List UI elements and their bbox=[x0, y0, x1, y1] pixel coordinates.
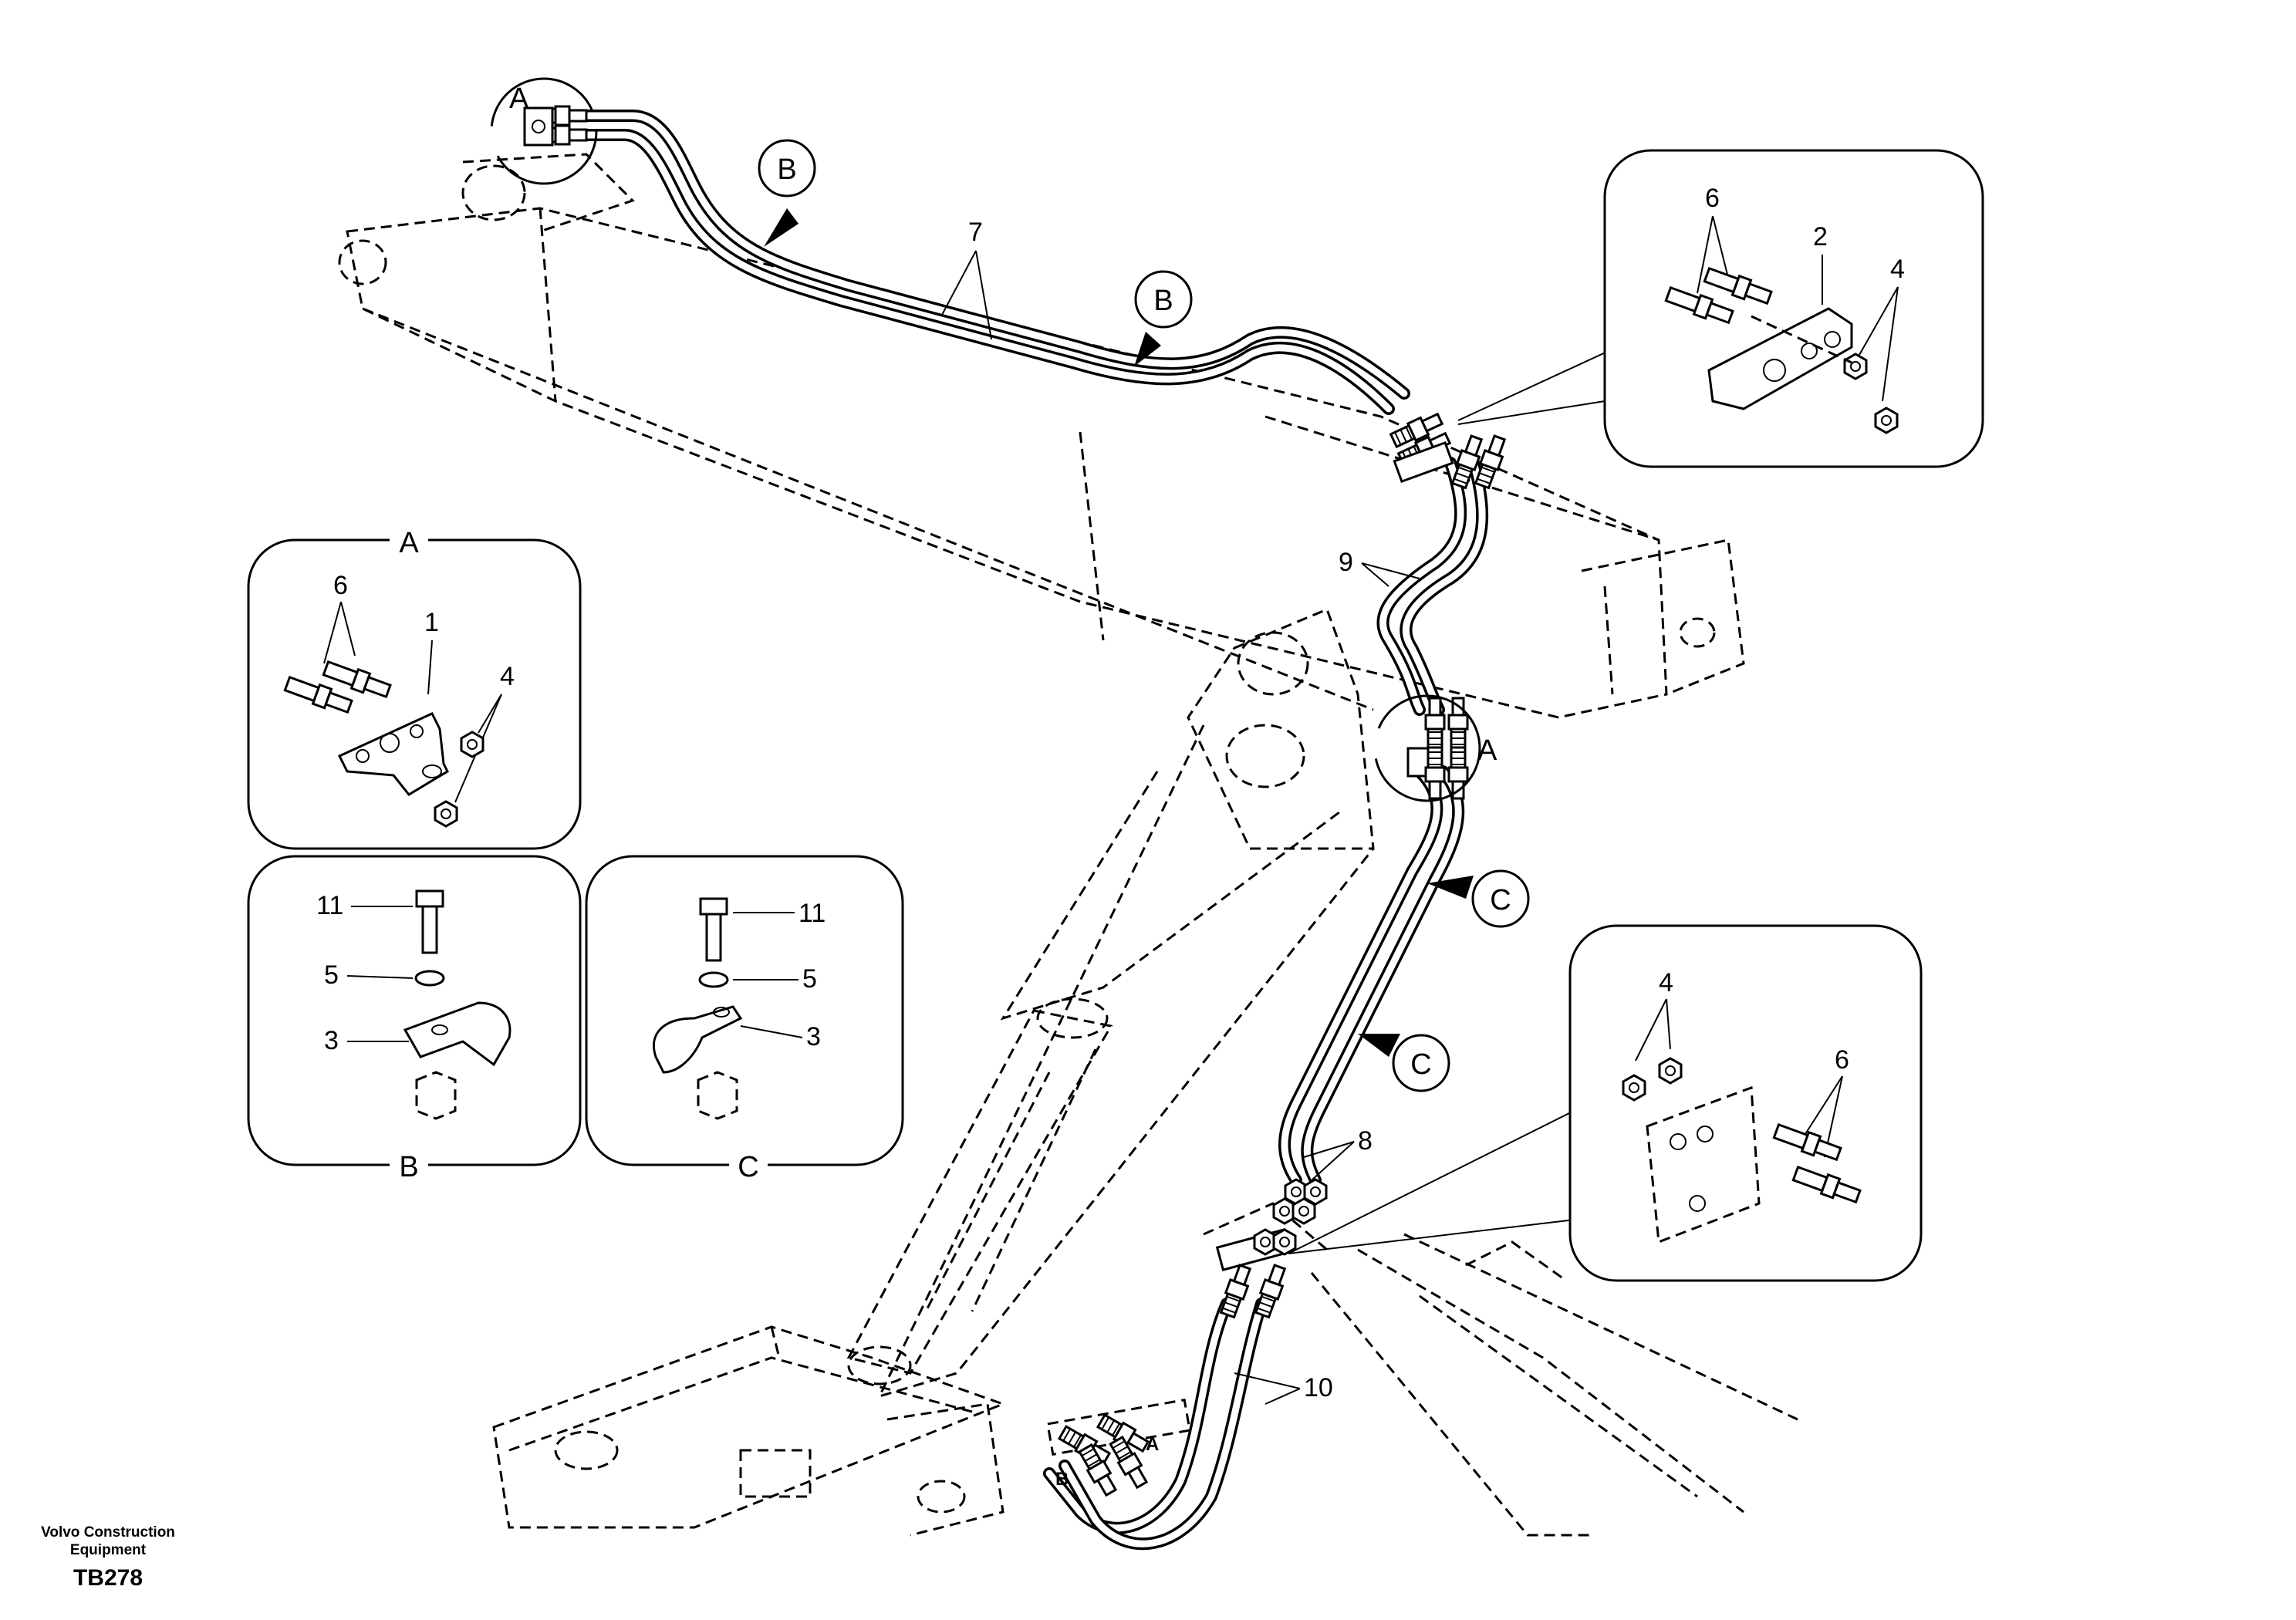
section-ref-B-2: B bbox=[1134, 270, 1193, 329]
port-label-B: B bbox=[1055, 1469, 1069, 1490]
detail-panel-top-right: 6 2 4 bbox=[1603, 149, 1984, 468]
port-label-A: A bbox=[1146, 1434, 1159, 1455]
panel-B-callout-3: 3 bbox=[324, 1026, 339, 1055]
hose-7 bbox=[549, 110, 1410, 415]
panel-A-callout-6: 6 bbox=[333, 571, 348, 600]
callout-9: 9 bbox=[1339, 548, 1420, 587]
section-marker-arrows bbox=[764, 208, 1474, 1057]
hose-10 bbox=[1043, 1298, 1268, 1551]
section-ref-B-1-text: B bbox=[777, 154, 796, 186]
detail-panel-A: A 6 1 4 bbox=[247, 527, 582, 850]
zoom-circle-A-arm: A bbox=[1373, 694, 1497, 802]
fitting-group-8 bbox=[1215, 1178, 1328, 1320]
footer: Volvo Construction Equipment TB278 bbox=[15, 1524, 201, 1591]
panel-tr-callout-2: 2 bbox=[1813, 222, 1828, 251]
panel-A-callout-1: 1 bbox=[424, 608, 439, 637]
panel-C-callout-11: 11 bbox=[799, 899, 826, 928]
section-ref-C-2: C bbox=[1392, 1034, 1450, 1092]
arm-outline bbox=[877, 608, 1375, 1399]
detail-panel-C: C 11 5 3 bbox=[585, 855, 904, 1183]
callout-7-text: 7 bbox=[968, 218, 983, 247]
panel-A-title: A bbox=[399, 527, 419, 559]
section-ref-C-2-text: C bbox=[1410, 1048, 1431, 1081]
zoom-circle-A-arm-label: A bbox=[1477, 734, 1497, 767]
panel-tr-callout-6: 6 bbox=[1705, 184, 1720, 213]
callout-9-text: 9 bbox=[1339, 548, 1353, 577]
fitting-group-boom-end bbox=[1388, 409, 1510, 491]
cylinder-outline bbox=[846, 997, 1113, 1385]
panel-B-callout-11: 11 bbox=[316, 891, 343, 920]
panel-B-title: B bbox=[399, 1151, 418, 1183]
section-ref-C-1-text: C bbox=[1490, 884, 1511, 916]
zoom-circle-A-top-label: A bbox=[509, 83, 529, 115]
fitting-group-top-left bbox=[523, 105, 588, 147]
detail-panel-B: B 11 5 3 bbox=[247, 855, 582, 1183]
panel-C-title: C bbox=[738, 1151, 758, 1183]
zoom-circle-A-top: A bbox=[490, 77, 598, 185]
panel-C-callout-3: 3 bbox=[806, 1022, 821, 1051]
section-ref-B-2-text: B bbox=[1153, 285, 1173, 317]
section-ref-B-1: B bbox=[758, 139, 816, 197]
boom-outline bbox=[338, 153, 1745, 719]
fitting-group-arm-A bbox=[1406, 697, 1469, 800]
callout-10: 10 bbox=[1234, 1372, 1333, 1405]
panel-br-callout-4: 4 bbox=[1659, 968, 1673, 997]
section-ref-C-1: C bbox=[1471, 869, 1530, 928]
callout-8-text: 8 bbox=[1358, 1126, 1373, 1156]
fitting-group-ports bbox=[1046, 1398, 1191, 1499]
panel-A-callout-4: 4 bbox=[500, 662, 515, 691]
callout-10-text: 10 bbox=[1304, 1373, 1333, 1402]
base-frame-outline bbox=[492, 1202, 1798, 1537]
leader-lines bbox=[1288, 327, 1660, 1254]
callout-7: 7 bbox=[940, 218, 992, 340]
detail-panel-bottom-right: 4 6 bbox=[1568, 924, 1923, 1282]
hose-9 bbox=[1376, 457, 1489, 716]
drawing-code: TB278 bbox=[73, 1565, 144, 1591]
brand-line-2: Equipment bbox=[69, 1542, 147, 1558]
callout-8: 8 bbox=[1303, 1126, 1373, 1181]
panel-tr-callout-4: 4 bbox=[1890, 255, 1905, 284]
panel-C-callout-5: 5 bbox=[802, 964, 817, 994]
panel-br-callout-6: 6 bbox=[1835, 1045, 1849, 1075]
brand-line-1: Volvo Construction bbox=[41, 1524, 175, 1541]
panel-B-callout-5: 5 bbox=[324, 960, 339, 990]
